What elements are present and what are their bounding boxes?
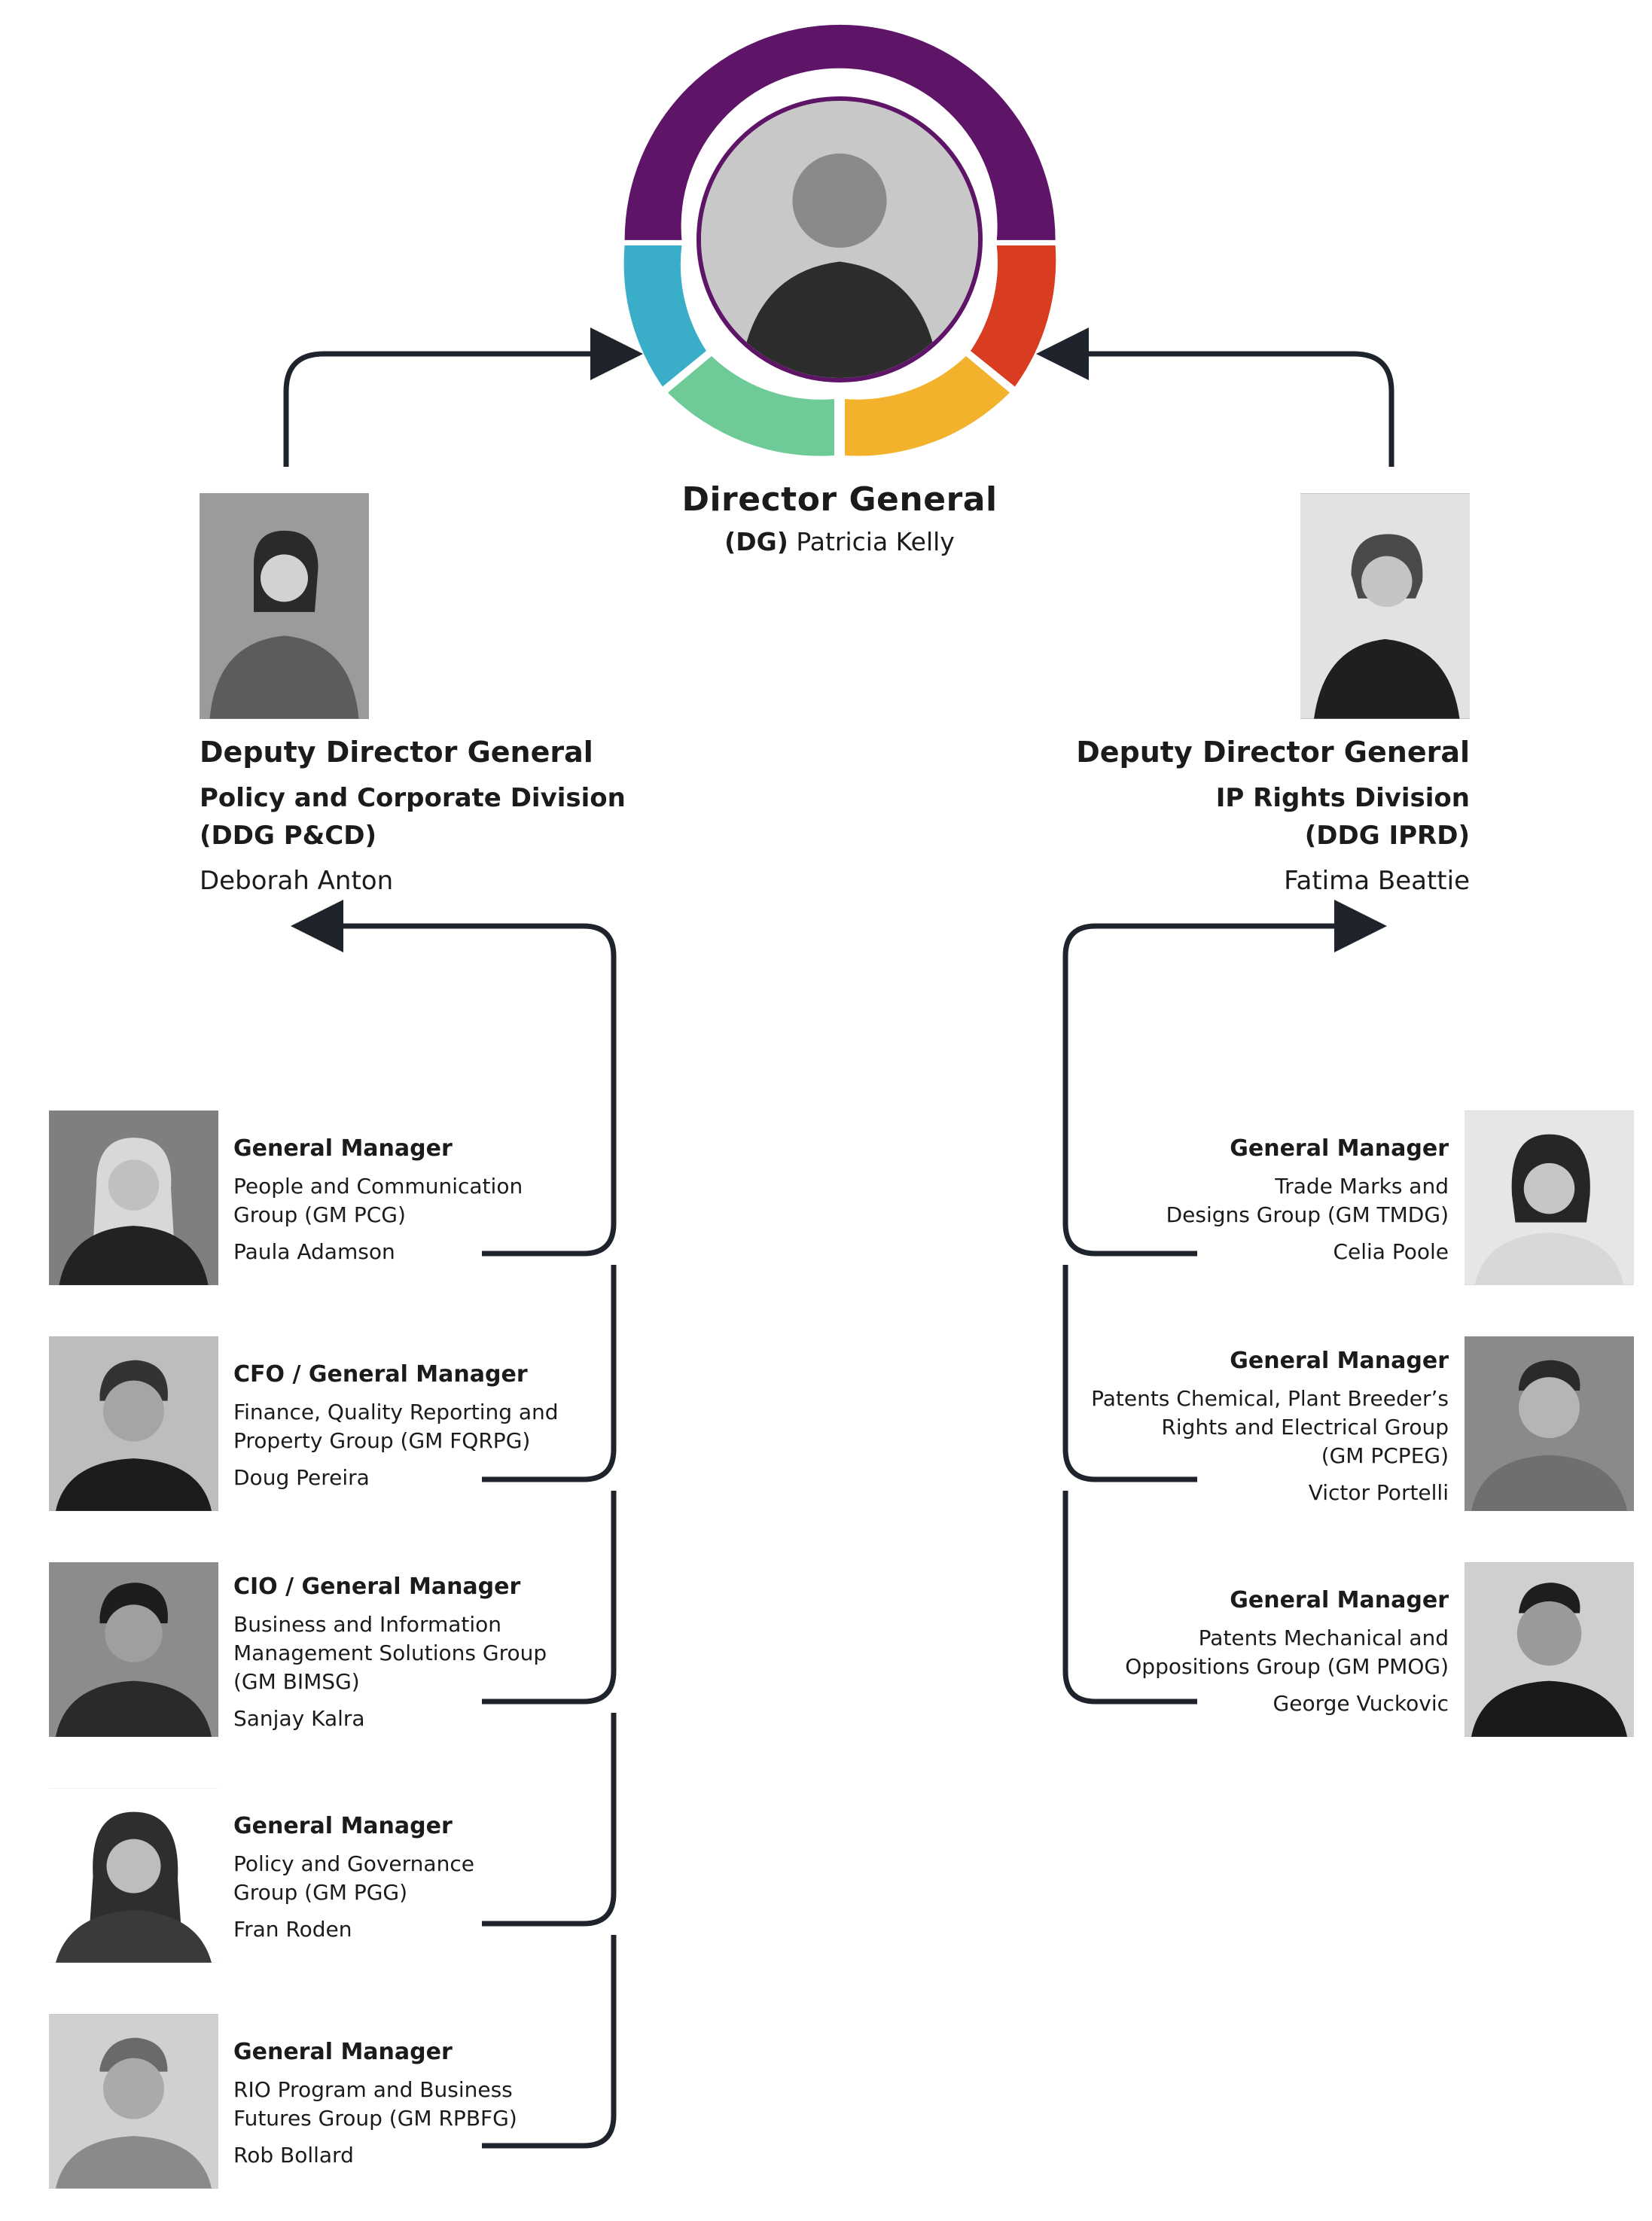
ring-segment-left <box>623 245 706 387</box>
ddg-right-division: IP Rights Division <box>1215 783 1470 813</box>
gm-role: General Manager <box>1230 1587 1449 1613</box>
portrait-icon <box>1465 1110 1634 1285</box>
gm-group-line: Rights and Electrical Group <box>1161 1415 1449 1440</box>
ddg-right-abbr: (DDG IPRD) <box>1304 821 1470 851</box>
gm-group-line: (GM PCPEG) <box>1321 1443 1449 1468</box>
connector-ddg-left-to-dg <box>283 328 643 467</box>
gm-name: Celia Poole <box>1333 1239 1449 1264</box>
gm-right-photo <box>1465 1562 1634 1737</box>
gm-group-line: Trade Marks and <box>1275 1174 1449 1199</box>
gm-group-line: Policy and Governance <box>233 1851 474 1876</box>
gm-name: Rob Bollard <box>233 2143 354 2168</box>
ring-segment-top <box>624 24 1056 240</box>
ddg-left-name: Deborah Anton <box>200 866 394 896</box>
gm-group-line: Patents Mechanical and <box>1198 1625 1449 1650</box>
gm-name: Sanjay Kalra <box>233 1706 365 1731</box>
gm-role: CFO / General Manager <box>233 1361 528 1388</box>
ddg-left-abbr: (DDG P&CD) <box>200 821 377 851</box>
connector-ddg-right-to-dg <box>1036 328 1394 467</box>
ring-segment-bottom-left <box>668 356 834 456</box>
gm-left-photo <box>49 1110 218 1285</box>
portrait-icon <box>200 493 369 719</box>
ring-segment-right <box>971 245 1056 387</box>
gm-left-photo <box>49 1788 218 1963</box>
gm-role: General Manager <box>233 1813 453 1839</box>
gm-role: General Manager <box>1230 1348 1449 1374</box>
connector-right-gm-bracket <box>1062 900 1387 1705</box>
gm-name: Paula Adamson <box>233 1239 395 1264</box>
dg-name: Patricia Kelly <box>796 527 955 556</box>
gm-group-line: Designs Group (GM TMDG) <box>1166 1202 1449 1227</box>
ddg-right-name: Fatima Beattie <box>1284 866 1470 896</box>
portrait-icon <box>49 1110 218 1285</box>
gm-group-line: RIO Program and Business <box>233 2077 513 2102</box>
ddg-right-photo <box>1300 493 1470 719</box>
gm-left-photo <box>49 2014 218 2189</box>
gm-role: General Manager <box>233 2039 453 2065</box>
gm-group-line: Group (GM PGG) <box>233 1880 408 1905</box>
gm-name: Fran Roden <box>233 1917 352 1942</box>
ddg-left-photo <box>200 493 369 719</box>
ddg-left-title: Deputy Director General <box>200 736 593 769</box>
gm-group-line: Group (GM PCG) <box>233 1202 406 1227</box>
portrait-icon <box>49 1562 218 1737</box>
dg-photo <box>696 96 983 382</box>
gm-right-photo <box>1465 1110 1634 1285</box>
gm-group-line: Business and Information <box>233 1612 502 1637</box>
ring-segment-bottom-right <box>845 356 1010 456</box>
portrait-icon <box>1465 1336 1634 1511</box>
gm-name: George Vuckovic <box>1273 1691 1449 1716</box>
gm-right-photo <box>1465 1336 1634 1511</box>
ddg-left-division: Policy and Corporate Division <box>200 783 626 813</box>
portrait-icon <box>49 1788 218 1963</box>
gm-role: General Manager <box>233 1135 453 1162</box>
portrait-icon <box>49 1336 218 1511</box>
portrait-icon <box>1465 1562 1634 1737</box>
portrait-icon <box>1300 493 1470 719</box>
dg-abbr: (DG) <box>724 527 788 556</box>
portrait-icon <box>49 2014 218 2189</box>
dg-ring <box>623 24 1056 456</box>
gm-group-line: Patents Chemical, Plant Breeder’s <box>1091 1386 1449 1411</box>
dg-title: Director General <box>681 480 998 519</box>
gm-group-line: Management Solutions Group <box>233 1641 547 1665</box>
connector-left-gm-bracket <box>291 900 617 2149</box>
gm-left-photo <box>49 1562 218 1737</box>
gm-role: CIO / General Manager <box>233 1574 521 1600</box>
gm-name: Victor Portelli <box>1308 1480 1449 1505</box>
portrait-icon <box>701 101 978 378</box>
gm-group-line: People and Communication <box>233 1174 523 1199</box>
gm-left-photo <box>49 1336 218 1511</box>
gm-group-line: Property Group (GM FQRPG) <box>233 1428 531 1453</box>
gm-group-line: Oppositions Group (GM PMOG) <box>1125 1654 1449 1679</box>
gm-group-line: Futures Group (GM RPBFG) <box>233 2106 517 2131</box>
gm-role: General Manager <box>1230 1135 1449 1162</box>
gm-group-line: Finance, Quality Reporting and <box>233 1400 559 1424</box>
ddg-right-title: Deputy Director General <box>1076 736 1470 769</box>
gm-group-line: (GM BIMSG) <box>233 1669 360 1694</box>
gm-name: Doug Pereira <box>233 1465 370 1490</box>
dg-subtitle: (DG) Patricia Kelly <box>0 527 1652 556</box>
